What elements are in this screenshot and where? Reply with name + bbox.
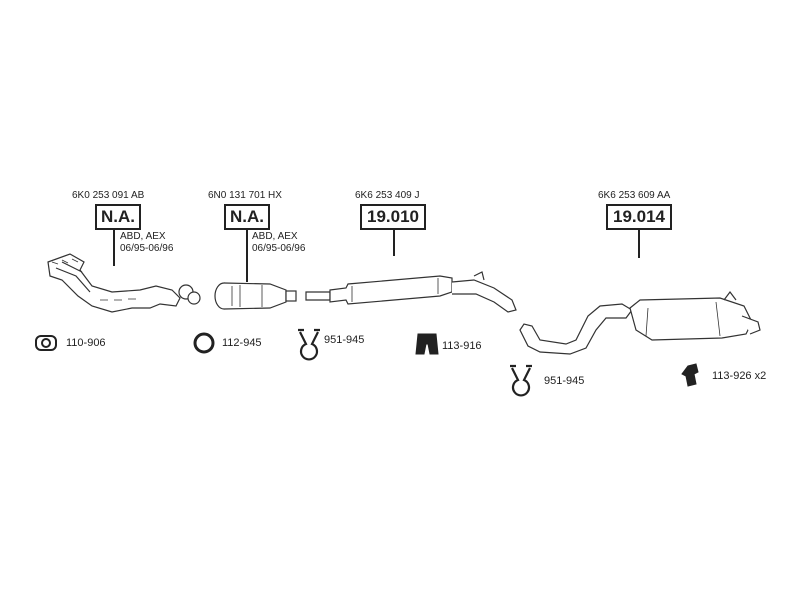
- part-number-label: 6N0 131 701 HX: [208, 190, 282, 201]
- catalytic-converter-illustration: [214, 282, 297, 310]
- gasket-icon: [35, 335, 57, 351]
- part-code-box[interactable]: N.A.: [224, 204, 270, 230]
- front-pipe-illustration: [47, 253, 201, 313]
- part-code-box[interactable]: N.A.: [95, 204, 141, 230]
- component-code: 112-945: [222, 337, 262, 349]
- rubber-mount-icon: [415, 333, 439, 355]
- part-code-box[interactable]: 19.014: [606, 204, 672, 230]
- applicability-dates: 06/95-06/96: [252, 243, 306, 254]
- leader-line: [113, 230, 115, 266]
- part-code-box[interactable]: 19.010: [360, 204, 426, 230]
- leader-line: [393, 230, 395, 256]
- applicability-engine: ABD, AEX: [252, 231, 298, 242]
- component-code: 951-945: [324, 334, 365, 346]
- component-code: 113-926 x2: [712, 370, 767, 382]
- ring-gasket-icon: [193, 332, 215, 354]
- leader-line: [246, 230, 248, 282]
- applicability-dates: 06/95-06/96: [120, 243, 174, 254]
- leader-line: [638, 230, 640, 258]
- clamp-icon: [510, 364, 532, 397]
- hanger-icon: [681, 363, 699, 387]
- component-code: 951-945: [544, 375, 585, 387]
- component-code: 110-906: [66, 337, 106, 349]
- clamp-icon: [298, 328, 320, 361]
- part-number-label: 6K6 253 609 AA: [598, 190, 671, 201]
- middle-silencer-illustration: [305, 271, 517, 313]
- component-code: 113-916: [442, 340, 482, 352]
- applicability-engine: ABD, AEX: [120, 231, 166, 242]
- part-number-label: 6K0 253 091 AB: [72, 190, 145, 201]
- part-number-label: 6K6 253 409 J: [355, 190, 420, 201]
- rear-silencer-illustration: [519, 291, 761, 355]
